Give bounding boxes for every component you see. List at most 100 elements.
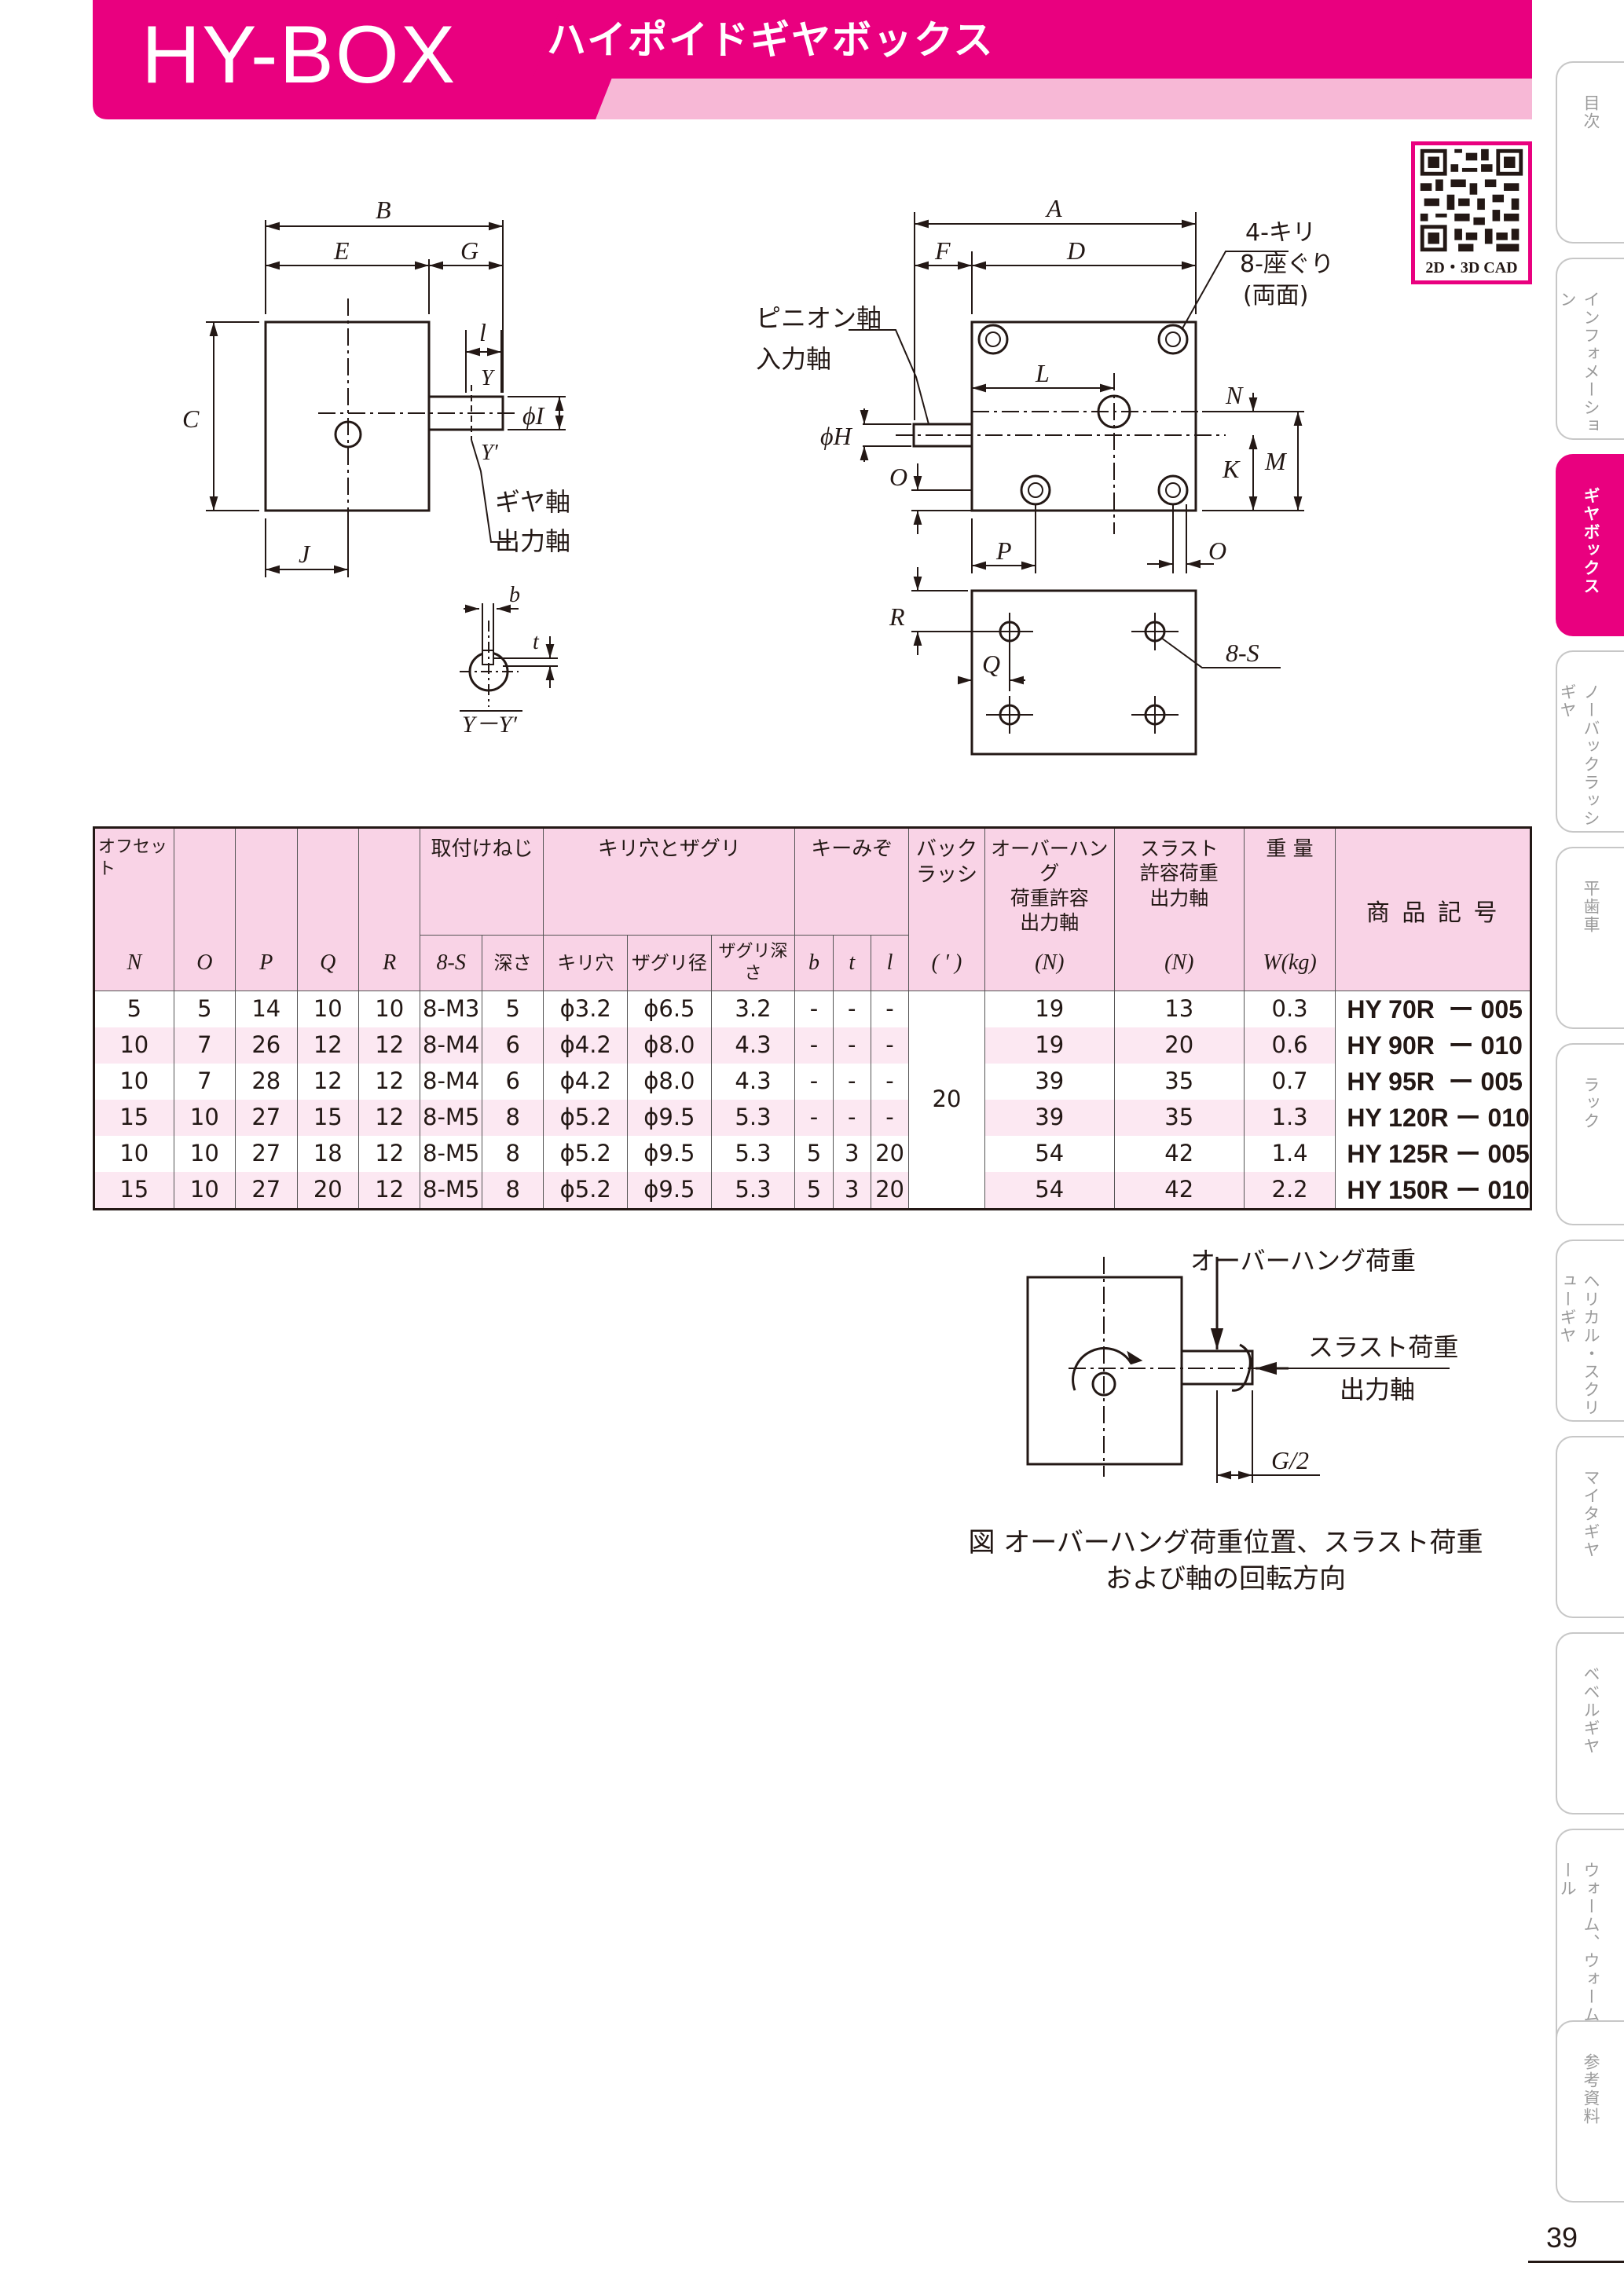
sym-l: l (870, 934, 910, 991)
dim-K: K (1222, 455, 1241, 483)
dim-b: b (509, 583, 520, 607)
label-output-shaft: 出力軸 (495, 526, 570, 556)
load-figure (1026, 1257, 1450, 1483)
col-offset: オフセット (93, 827, 174, 935)
tab-helical-screw-gear[interactable]: ヘリカル・スクリューギヤ (1556, 1240, 1624, 1422)
col-mount-screw: 取付けねじ (420, 827, 544, 936)
figure-caption: 図 オーバーハング荷重位置、スラスト荷重 および軸の回転方向 (943, 1525, 1509, 1598)
dim-8S: 8-S (1226, 639, 1259, 667)
sym-counterbore-depth: ザグリ深さ (710, 934, 796, 991)
col-drill-counterbore: キリ穴とザグリ (543, 827, 796, 936)
dim-N: N (1225, 381, 1244, 409)
dim-M: M (1264, 447, 1288, 475)
col-keyway: キーみぞ (794, 827, 910, 936)
dim-P: P (995, 536, 1012, 565)
label-overhang-load: オーバーハング荷重 (1190, 1246, 1416, 1276)
label-g2: G/2 (1271, 1446, 1309, 1474)
dim-R: R (889, 602, 905, 631)
label-thrust-load: スラスト荷重 (1308, 1332, 1458, 1362)
sym-R: R (357, 935, 421, 991)
sym-depth: 深さ (481, 934, 544, 991)
dim-t: t (533, 630, 540, 654)
product-code: HY 70R ー 005 (1335, 991, 1531, 1027)
product-code: HY 150R ー 010 (1335, 1171, 1531, 1209)
tab-bevel-gear[interactable]: ベベルギヤ (1556, 1632, 1624, 1814)
caption-line-2: および軸の回転方向 (1105, 1562, 1346, 1595)
gearbox-bottom-view (970, 589, 1197, 756)
product-code: HY 120R ー 010 (1335, 1099, 1531, 1136)
qr-label: 2D・3D CAD (1425, 259, 1518, 276)
section-Y: Y (481, 366, 496, 390)
label-pinion-shaft: ピニオン軸 (756, 303, 882, 333)
gearbox-front-view (970, 320, 1197, 512)
header-banner (93, 0, 1532, 119)
sym-b: b (794, 934, 834, 991)
tab-reference[interactable]: 参考資料 (1556, 2020, 1624, 2203)
page-number: 39 (1546, 2221, 1578, 2254)
tab-toc[interactable]: 目次 (1556, 61, 1624, 244)
caption-line-1: 図 オーバーハング荷重位置、スラスト荷重 (968, 1527, 1483, 1558)
dim-E: E (333, 236, 350, 265)
label-input-shaft: 入力軸 (756, 344, 831, 374)
sym-t: t (832, 934, 871, 991)
page-number-rule (1528, 2261, 1624, 2263)
tab-no-backlash-gear[interactable]: ノーバックラッシギヤ (1556, 650, 1624, 833)
label-load-output-shaft: 出力軸 (1340, 1375, 1415, 1404)
sym-overhang-unit: (N) (984, 935, 1115, 991)
dim-Q: Q (982, 650, 1000, 678)
section-Yp: Y′ (481, 441, 499, 465)
qr-code[interactable]: 2D・3D CAD (1411, 141, 1532, 284)
dim-L: L (1035, 359, 1050, 387)
backlash-value: 20 (908, 991, 985, 1209)
page-title: HY-BOX (141, 9, 457, 101)
sym-N: N (93, 935, 174, 991)
sym-P: P (235, 935, 298, 991)
dim-D: D (1066, 236, 1085, 265)
tab-spur-gear[interactable]: 平歯車 (1556, 847, 1624, 1029)
label-counterbore: 8-座ぐり (1240, 251, 1334, 278)
qr-code-pattern (1420, 148, 1523, 252)
col-overhang: オーバーハング 荷重許容 出力軸 (984, 827, 1115, 935)
tab-information[interactable]: インフォメーション (1556, 258, 1624, 440)
col-thrust: スラスト 許容荷重 出力軸 (1113, 827, 1245, 935)
col-product-code: 商 品 記 号 (1335, 827, 1531, 991)
sym-minutes: ( ′ ) (908, 935, 985, 991)
dim-O-right: O (1208, 536, 1226, 565)
sym-drill: キリ穴 (543, 934, 629, 991)
dim-B: B (376, 196, 391, 224)
product-code: HY 90R ー 010 (1335, 1027, 1531, 1064)
sym-thrust-unit: (N) (1113, 935, 1245, 991)
tab-rack[interactable]: ラック (1556, 1043, 1624, 1225)
dim-l: l (479, 318, 486, 346)
page-header: HY-BOX ハイポイドギヤボックス (93, 0, 1532, 119)
sym-8S: 8-S (420, 934, 482, 991)
dim-A: A (1045, 194, 1062, 222)
product-code: HY 95R ー 005 (1335, 1063, 1531, 1100)
dim-phiH: ϕH (820, 422, 853, 450)
dim-F: F (934, 236, 951, 265)
label-gear-shaft: ギヤ軸 (495, 487, 570, 517)
spec-table: オフセット 取付けねじ キリ穴とザグリ キーみぞ バック ラッシ オーバーハング… (93, 826, 1532, 1210)
col-weight: 重 量 (1243, 827, 1336, 935)
dim-G: G (460, 236, 478, 265)
page-subtitle: ハイポイドギヤボックス (547, 17, 995, 63)
label-both-sides: (両面) (1243, 282, 1308, 309)
technical-drawings: B E G C l Y ϕI Y′ J b t Y－Y′ A F D L N ϕ… (182, 194, 1458, 1483)
tab-miter-gear[interactable]: マイタギヤ (1556, 1436, 1624, 1618)
tab-gearbox[interactable]: ギヤボックス (1556, 454, 1624, 636)
dim-phiI: ϕI (522, 401, 545, 430)
section-YY: Y－Y′ (462, 712, 517, 738)
sym-O: O (173, 935, 236, 991)
dim-O-left: O (889, 463, 907, 491)
dim-J: J (299, 540, 311, 568)
product-code: HY 125R ー 005 (1335, 1135, 1531, 1172)
sym-counterbore-dia: ザグリ径 (627, 934, 712, 991)
sym-weight-unit: W(kg) (1243, 935, 1336, 991)
sym-Q: Q (296, 935, 360, 991)
